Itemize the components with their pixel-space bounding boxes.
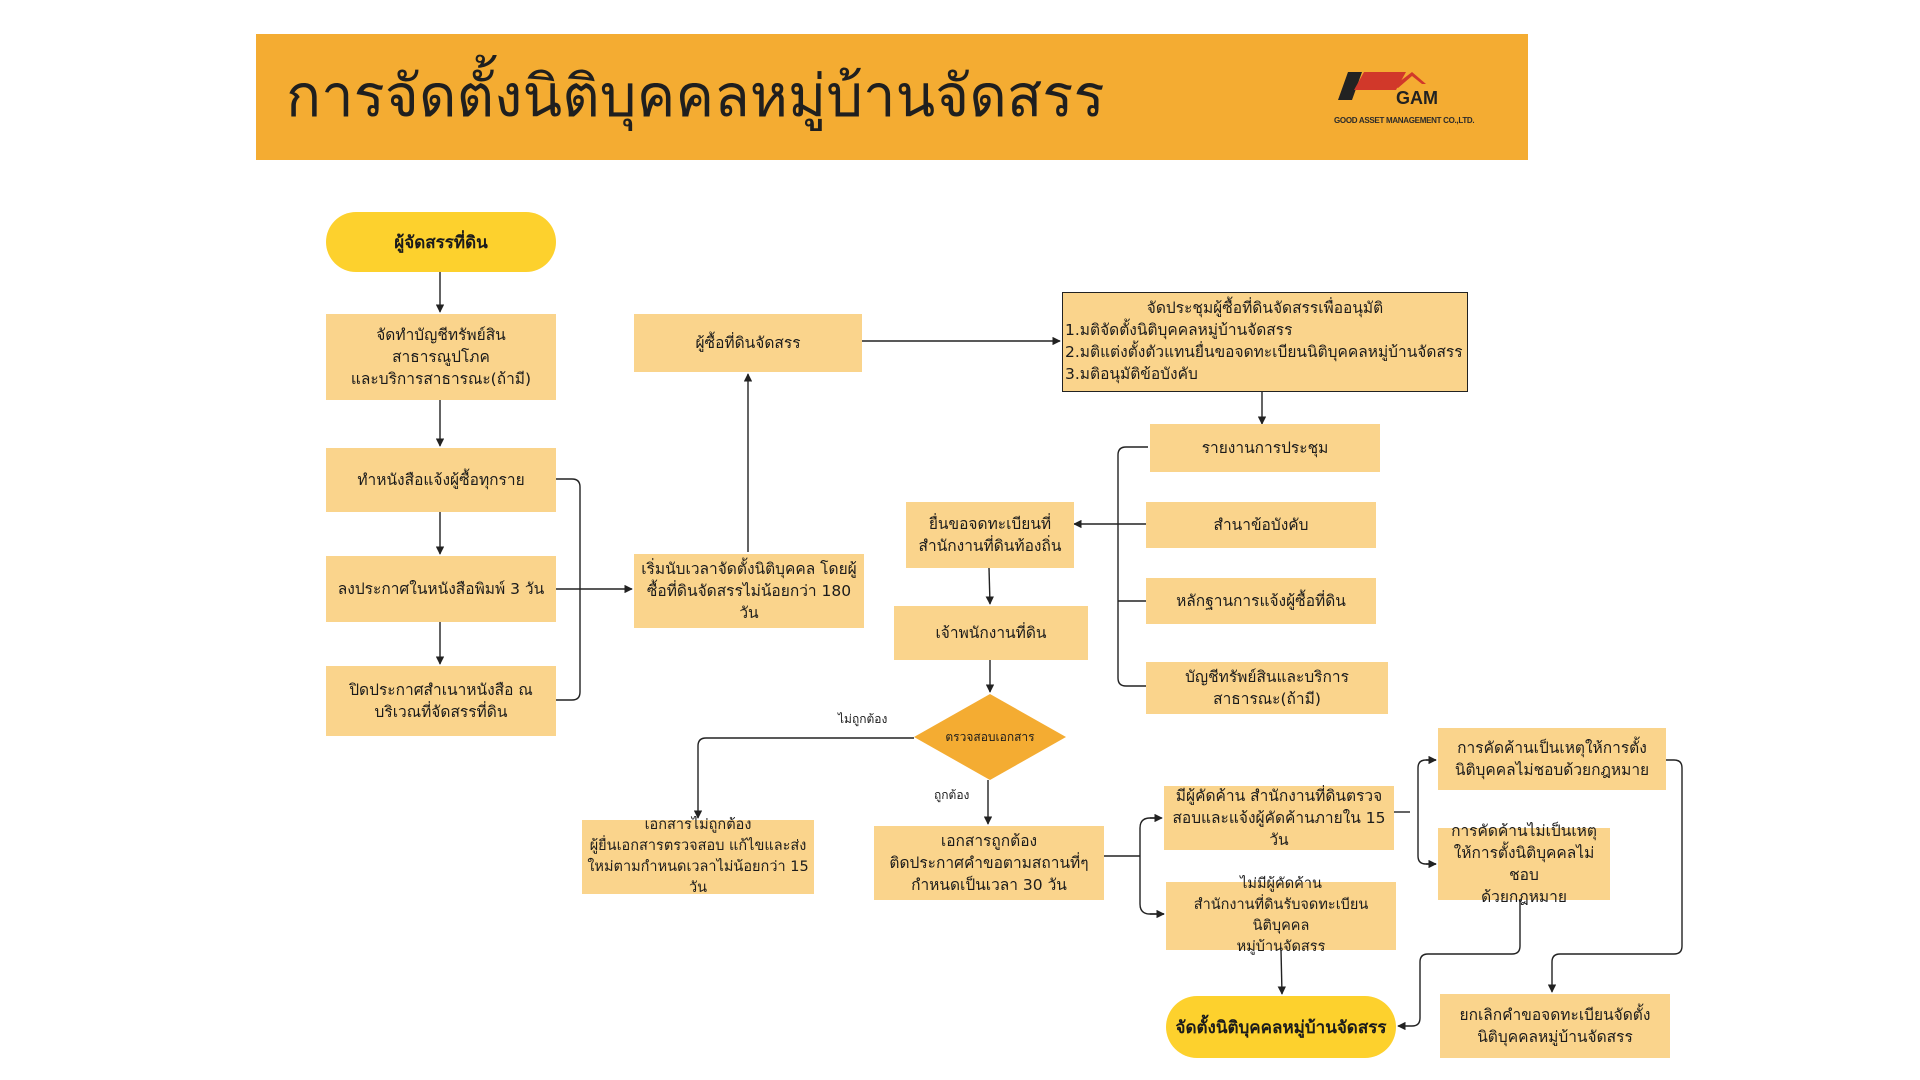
cancel-request-node: ยกเลิกคำขอจดทะเบียนจัดตั้ง นิติบุคคลหมู่… [1440, 994, 1670, 1058]
docs-correct-node: เอกสารถูกต้อง ติดประกาศคำขอตามสถานที่ๆ ก… [874, 826, 1104, 900]
meeting-item: 2.มติแต่งตั้งตัวแทนยื่นขอจดทะเบียนนิติบุ… [1065, 343, 1463, 361]
logo-text: GAM [1396, 88, 1438, 108]
post-notice-node: ปิดประกาศสำเนาหนังสือ ณ บริเวณที่จัดสรรท… [326, 666, 556, 736]
establish-node: จัดตั้งนิติบุคคลหมู่บ้านจัดสรร [1166, 996, 1396, 1058]
bylaws-copy-node: สำนาข้อบังคับ [1146, 502, 1376, 548]
house-roof-icon: GAM [1338, 72, 1438, 108]
asset-services-node: บัญชีทรัพย์สินและบริการ สาธารณะ(ถ้ามี) [1146, 662, 1388, 714]
has-objection-node: มีผู้คัดค้าน สำนักงานที่ดินตรวจ สอบและแจ… [1164, 786, 1394, 850]
meeting-report-node: รายงานการประชุม [1150, 424, 1380, 472]
start-count-node: เริ่มนับเวลาจัดตั้งนิติบุคคล โดยผู้ ซื้อ… [634, 554, 864, 628]
meeting-item: 3.มติอนุมัติข้อบังคับ [1065, 365, 1198, 383]
meeting-node: จัดประชุมผู้ซื้อที่ดินจัดสรรเพื่ออนุมัติ… [1062, 292, 1468, 392]
decision-diamond [914, 694, 1066, 780]
check-docs-label: ตรวจสอบเอกสาร [945, 730, 1035, 744]
meeting-title: จัดประชุมผู้ซื้อที่ดินจัดสรรเพื่ออนุมัติ [1146, 299, 1384, 317]
notify-evidence-node: หลักฐานการแจ้งผู้ซื้อที่ดิน [1146, 578, 1376, 624]
newspaper-node: ลงประกาศในหนังสือพิมพ์ 3 วัน [326, 556, 556, 622]
land-developer-node: ผู้จัดสรรที่ดิน [326, 212, 556, 272]
gam-logo: GAM GOOD ASSET MANAGEMENT CO.,LTD. [1334, 66, 1494, 136]
incorrect-edge-label: ไม่ถูกต้อง [838, 712, 888, 726]
notify-buyers-node: ทำหนังสือแจ้งผู้ซื้อทุกราย [326, 448, 556, 512]
header-banner: การจัดตั้งนิติบุคคลหมู่บ้านจัดสรร GAM GO… [256, 34, 1528, 160]
logo-subtext: GOOD ASSET MANAGEMENT CO.,LTD. [1334, 116, 1475, 125]
docs-incorrect-node: เอกสารไม่ถูกต้อง ผู้ยื่นเอกสารตรวจสอบ แก… [582, 817, 814, 896]
objection-invalid-node: การคัดค้านไม่เป็นเหตุ ให้การตั้งนิติบุคค… [1438, 822, 1610, 906]
submit-register-node: ยื่นขอจดทะเบียนที่ สำนักงานที่ดินท้องถิ่… [906, 502, 1074, 568]
land-buyers-node: ผู้ซื้อที่ดินจัดสรร [634, 314, 862, 372]
meeting-item: 1.มติจัดตั้งนิติบุคคลหมู่บ้านจัดสรร [1065, 321, 1293, 339]
land-officer-node: เจ้าพนักงานที่ดิน [894, 606, 1088, 660]
objection-valid-node: การคัดค้านเป็นเหตุให้การตั้ง นิติบุคคลไม… [1438, 728, 1666, 790]
no-objection-node: ไม่มีผู้คัดค้าน สำนักงานที่ดินรับจดทะเบี… [1166, 876, 1396, 955]
page-title: การจัดตั้งนิติบุคคลหมู่บ้านจัดสรร [286, 62, 1105, 130]
correct-edge-label: ถูกต้อง [934, 788, 970, 802]
asset-list-node: จัดทำบัญชีทรัพย์สินสาธารณูปโภค และบริการ… [326, 314, 556, 400]
